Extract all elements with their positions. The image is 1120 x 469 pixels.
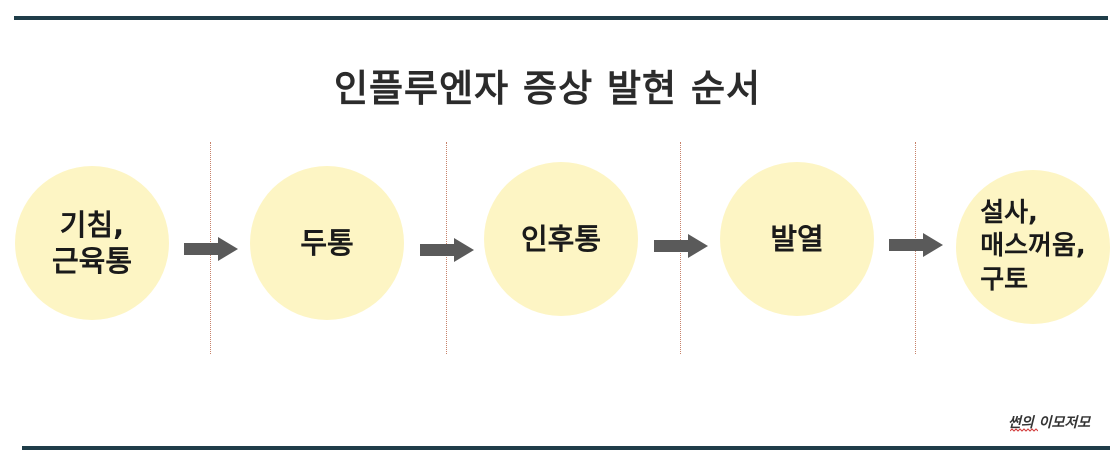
arrow-right-icon — [420, 238, 474, 262]
step-circle-5: 설사, 매스꺼움, 구토 — [956, 170, 1110, 324]
arrow-right-icon — [889, 233, 943, 257]
top-rule — [14, 16, 1108, 20]
arrow-right-icon — [184, 237, 238, 261]
bottom-rule — [22, 446, 1110, 450]
step-label-2: 두통 — [300, 225, 354, 260]
step-label-4: 발열 — [770, 221, 824, 256]
step-label-5: 설사, 매스꺼움, 구토 — [980, 198, 1086, 295]
step-circle-4: 발열 — [720, 162, 874, 316]
watermark-text: 썬의 이모저모 — [1008, 415, 1091, 431]
arrow-right-icon — [654, 234, 708, 258]
spellcheck-squiggle — [1010, 428, 1038, 432]
step-label-1: 기침, 근육통 — [51, 207, 133, 278]
step-circle-2: 두통 — [250, 166, 404, 320]
diagram-title: 인플루엔자 증상 발현 순서 — [333, 67, 762, 110]
step-label-3: 인후통 — [520, 221, 602, 256]
step-circle-3: 인후통 — [484, 162, 638, 316]
step-circle-1: 기침, 근육통 — [15, 166, 169, 320]
